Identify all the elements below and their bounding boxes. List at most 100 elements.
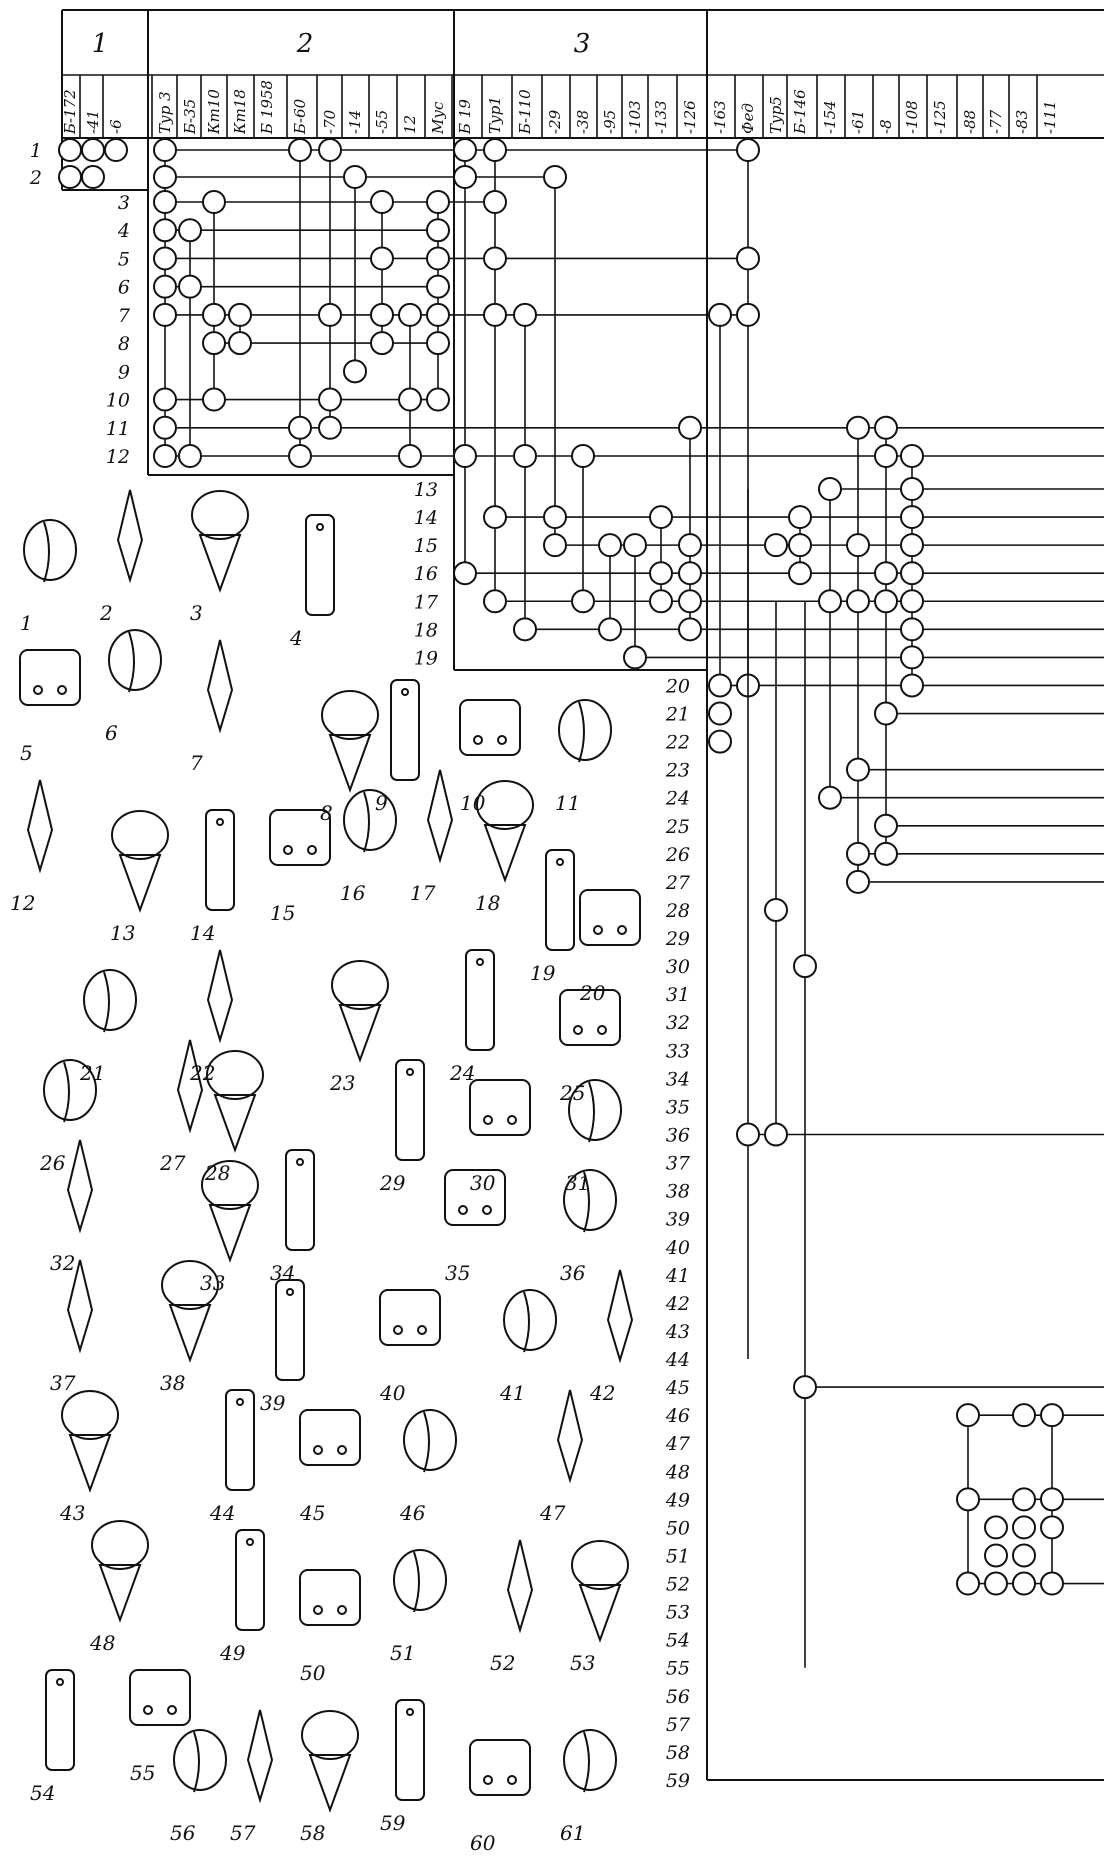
- artifact-number: 61: [560, 1821, 585, 1845]
- artifact-spearhead: [206, 949, 234, 1044]
- artifact-spearhead: [66, 1139, 94, 1234]
- row-number: 14: [414, 507, 438, 529]
- artifact-rivet: [483, 1115, 493, 1125]
- artifact-number: 7: [190, 751, 203, 775]
- artifact-plate: [379, 1289, 441, 1346]
- artifact-number: 52: [490, 1651, 515, 1675]
- row-number: 32: [666, 1012, 690, 1034]
- artifact-strap-end: [390, 679, 420, 781]
- artifact-number: 17: [410, 881, 436, 905]
- presence-circle: [874, 813, 898, 838]
- presence-circle: [153, 138, 177, 162]
- presence-circle: [1040, 1515, 1064, 1540]
- row-number: 38: [666, 1181, 690, 1203]
- artifact-buckle-frame: [321, 690, 379, 740]
- artifact-strap-end: [465, 949, 495, 1051]
- artifact-number: 13: [110, 921, 135, 945]
- presence-circle: [571, 589, 595, 614]
- artifact-rivet: [337, 1445, 347, 1455]
- row-number: 57: [666, 1714, 691, 1736]
- artifact-buckle-plate: [328, 734, 372, 793]
- column-label: -8: [877, 119, 895, 134]
- presence-circle: [984, 1571, 1008, 1596]
- row-number: 8: [118, 333, 130, 355]
- presence-circle: [343, 165, 367, 189]
- row-number: 11: [106, 418, 130, 440]
- row-number: 52: [666, 1574, 690, 1596]
- artifact-plate: [129, 1669, 191, 1726]
- presence-circle: [153, 218, 177, 243]
- artifact-number: 11: [555, 791, 580, 815]
- presence-circle: [398, 387, 422, 412]
- presence-circle: [370, 190, 394, 214]
- presence-circle: [1040, 1403, 1064, 1428]
- artifact-buckle-frame: [61, 1390, 119, 1440]
- presence-circle: [598, 533, 622, 558]
- presence-circle: [874, 589, 898, 614]
- row-number: 16: [414, 563, 438, 585]
- presence-circle: [708, 701, 732, 726]
- artifact-tongue: [583, 1731, 590, 1793]
- artifact-plate: [579, 889, 641, 946]
- row-number: 59: [666, 1770, 690, 1792]
- artifact-ring: [43, 1059, 97, 1121]
- presence-circle: [543, 533, 567, 558]
- artifact-number: 26: [39, 1151, 66, 1175]
- column-label: -154: [821, 100, 839, 134]
- artifact-strap-end: [545, 849, 575, 951]
- presence-circle: [818, 785, 842, 810]
- artifact-buckle-plate: [578, 1584, 622, 1643]
- presence-circle: [483, 589, 507, 614]
- artifact-number: 5: [20, 741, 33, 765]
- artifact-number: 29: [379, 1171, 406, 1195]
- artifact-number: 50: [300, 1661, 326, 1685]
- artifact-ring: [393, 1549, 447, 1611]
- column-label: Б-60: [291, 98, 309, 135]
- row-number: 13: [414, 479, 438, 501]
- artifact-rivet: [286, 1288, 294, 1296]
- presence-circle: [846, 869, 870, 894]
- artifact-plate: [299, 1569, 361, 1626]
- artifact-rivet: [458, 1205, 468, 1215]
- presence-circle: [623, 645, 647, 670]
- artifact-number: 58: [300, 1821, 325, 1845]
- presence-circle: [649, 561, 673, 586]
- presence-circle: [788, 505, 812, 530]
- presence-circle: [788, 561, 812, 586]
- presence-circle: [900, 645, 924, 670]
- row-number: 51: [666, 1545, 690, 1567]
- artifact-buckle-plate: [338, 1004, 382, 1063]
- artifact-number: 57: [230, 1821, 256, 1845]
- presence-circle: [956, 1571, 980, 1596]
- artifact-buckle-plate: [118, 854, 162, 913]
- artifact-buckle-frame: [191, 490, 249, 540]
- artifact-ring: [83, 969, 137, 1031]
- row-number: 41: [665, 1265, 690, 1287]
- presence-circle: [708, 673, 732, 698]
- row-number: 25: [665, 816, 690, 838]
- presence-circle: [153, 444, 177, 468]
- presence-circle: [398, 302, 422, 327]
- row-number: 47: [665, 1433, 691, 1455]
- presence-circle: [318, 138, 342, 162]
- presence-circle: [984, 1543, 1008, 1568]
- row-number: 46: [665, 1405, 690, 1427]
- row-number: 10: [106, 390, 130, 412]
- row-number: 17: [414, 591, 439, 613]
- artifact-buckle-plate: [68, 1434, 112, 1493]
- artifact-rivet: [296, 1158, 304, 1166]
- presence-circle: [1012, 1543, 1036, 1568]
- presence-circle: [453, 444, 477, 468]
- row-number: 43: [665, 1321, 690, 1343]
- artifact-rivet: [507, 1115, 517, 1125]
- presence-circle: [513, 617, 537, 642]
- presence-circle: [900, 477, 924, 501]
- artifact-number: 30: [470, 1171, 496, 1195]
- artifact-buckle-plate: [168, 1304, 212, 1363]
- artifact-number: 28: [204, 1161, 230, 1185]
- column-label: -163: [711, 100, 729, 134]
- row-number: 28: [665, 900, 690, 922]
- presence-circle: [228, 331, 252, 356]
- artifact-strap-end: [395, 1059, 425, 1161]
